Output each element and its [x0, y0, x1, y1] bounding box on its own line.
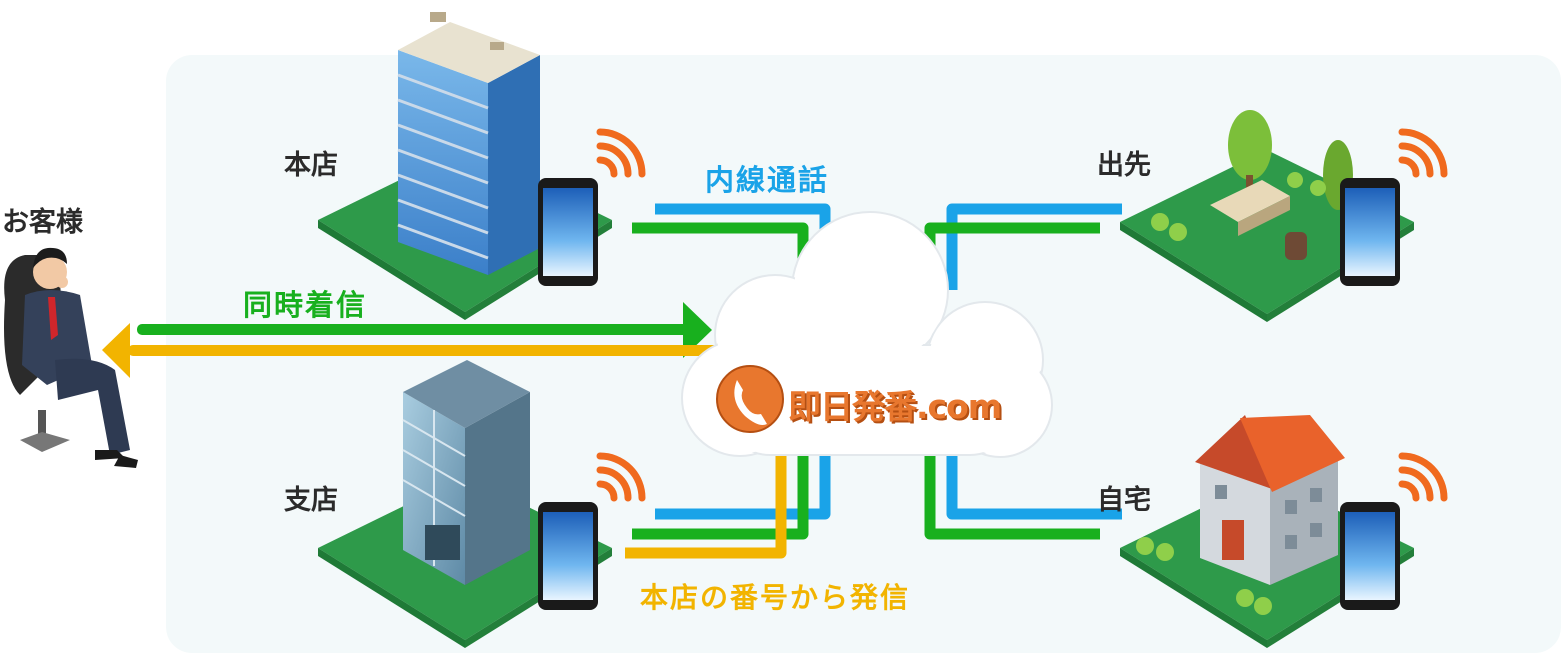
customer-label: お客様 [2, 207, 83, 238]
green-line-home [924, 455, 1100, 540]
logo-phone-icon [716, 365, 784, 433]
home-label: 自宅 [1097, 485, 1151, 516]
smartphone-icon-branch [538, 502, 598, 610]
simultaneous-arrows [102, 302, 728, 378]
signal-icon-outside [1398, 128, 1448, 178]
yellow-arrow-head [102, 323, 130, 378]
simultaneous-ring-label: 同時着信 [243, 288, 368, 322]
blue-line-branch [655, 455, 831, 520]
signal-icon-branch [596, 452, 646, 502]
head-office-label: 本店 [284, 150, 338, 181]
extension-call-label: 内線通話 [705, 163, 830, 197]
outbound-from-head-label: 本店の番号から発信 [640, 581, 911, 614]
signal-icon-head [596, 128, 646, 178]
logo-text: 即日発番.com [788, 387, 1002, 426]
green-arrow-head [683, 302, 712, 358]
yellow-line-branch [625, 455, 787, 559]
signal-icon-home [1398, 452, 1448, 502]
green-line-branch [632, 455, 809, 540]
blue-line-home [946, 455, 1122, 520]
customer-illustration [4, 247, 138, 468]
branch-label: 支店 [284, 485, 338, 516]
smartphone-icon-home [1340, 502, 1400, 610]
outside-label: 出先 [1097, 150, 1151, 181]
blue-line-outside [946, 203, 1122, 290]
smartphone-icon-outside [1340, 178, 1400, 286]
connection-lines [625, 203, 1122, 559]
smartphone-icon-head [538, 178, 598, 286]
